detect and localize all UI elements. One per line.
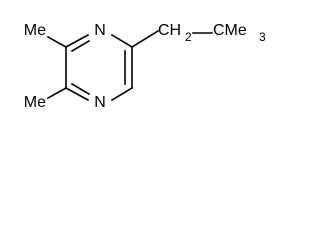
- bond-ring-ctop-to-ntop: [64, 33, 90, 49]
- atom-label-n-top: N: [94, 22, 106, 39]
- bond-methyl-bottom: [46, 86, 68, 100]
- molecule-diagram: N N Me Me CH 2 CMe 3: [24, 22, 266, 111]
- atom-label-cme3: CMe: [213, 22, 247, 39]
- atom-label-n-bottom: N: [94, 94, 106, 111]
- atom-label-cme3-subscript: 3: [259, 30, 266, 44]
- bond-ring-cright-bottom-to-nbottom: [110, 86, 134, 102]
- bond-chain-ring-to-ch2: [130, 29, 160, 49]
- atom-label-ch2: CH: [158, 22, 181, 39]
- atom-label-methyl-top: Me: [24, 22, 46, 39]
- atom-label-ch2-subscript: 2: [185, 30, 192, 44]
- bond-methyl-top: [46, 35, 68, 49]
- bond-ring-ntop-to-cright-top: [110, 33, 134, 49]
- bond-double-inner-bottom: [70, 82, 91, 96]
- atom-label-methyl-bottom: Me: [24, 94, 46, 111]
- bond-ring-nbottom-to-cbottom: [64, 86, 90, 102]
- bond-double-inner-top: [70, 39, 91, 53]
